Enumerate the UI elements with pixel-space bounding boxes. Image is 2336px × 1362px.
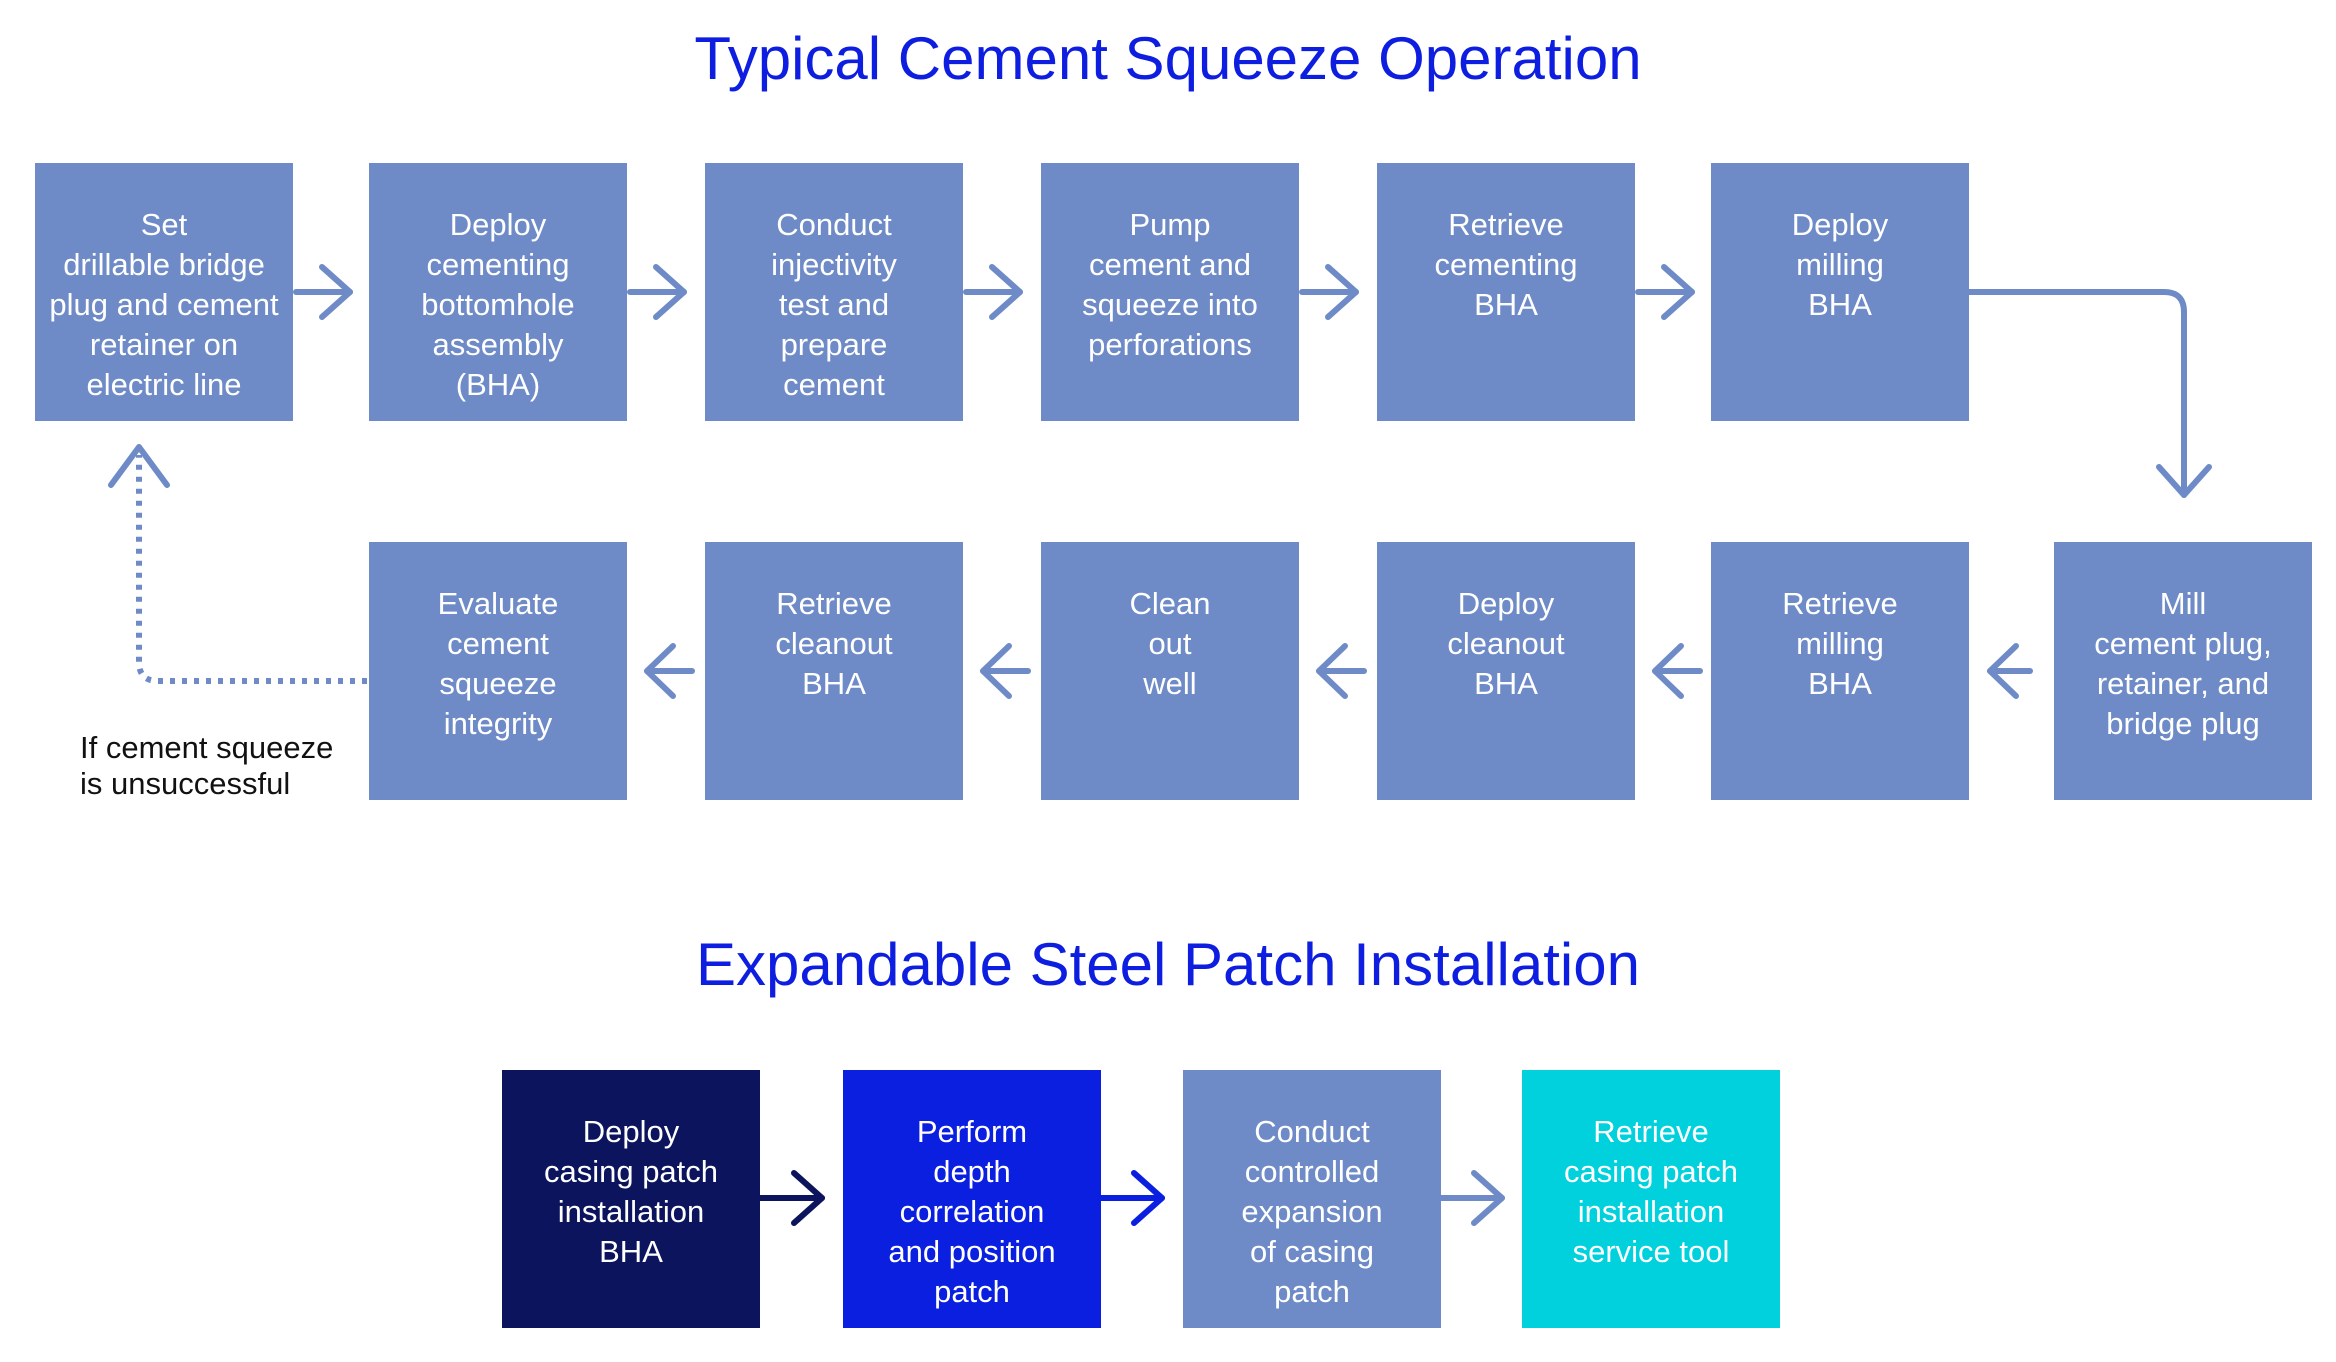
cement-step-5: Retrieve cementing BHA [1377, 163, 1635, 421]
cement-step-7: Mill cement plug, retainer, and bridge p… [2054, 542, 2312, 800]
cement-step-6: Deploy milling BHA [1711, 163, 1969, 421]
arrow-10-11 [980, 643, 1031, 699]
arrow-4-5 [1299, 264, 1359, 320]
cement-step-10: Clean out well [1041, 542, 1299, 800]
steel-patch-title: Expandable Steel Patch Installation [696, 931, 1640, 998]
cement-step-4: Pump cement and squeeze into perforation… [1041, 163, 1299, 421]
cement-step-1: Set drillable bridge plug and cement ret… [35, 163, 293, 421]
cement-step-11: Retrieve cleanout BHA [705, 542, 963, 800]
arrow-patch-2-3 [1098, 1170, 1165, 1226]
arrow-8-9 [1652, 643, 1703, 699]
arrow-9-10 [1316, 643, 1367, 699]
arrow-7-8 [1987, 643, 2033, 699]
arrow-1-2 [293, 264, 353, 320]
arrow-5-6 [1635, 264, 1695, 320]
loop-note: If cement squeeze is unsuccessful [80, 730, 334, 801]
arrow-patch-3-4 [1438, 1170, 1505, 1226]
patch-step-4: Retrieve casing patch installation servi… [1522, 1070, 1780, 1328]
cement-step-12: Evaluate cement squeeze integrity [369, 542, 627, 800]
cement-step-3: Conduct injectivity test and prepare cem… [705, 163, 963, 421]
patch-step-3: Conduct controlled expansion of casing p… [1183, 1070, 1441, 1328]
arrow-patch-1-2 [757, 1170, 825, 1226]
cement-step-8: Retrieve milling BHA [1711, 542, 1969, 800]
arrow-3-4 [963, 264, 1023, 320]
arrow-6-7 [1966, 289, 2212, 498]
patch-step-1: Deploy casing patch installation BHA [502, 1070, 760, 1328]
cement-squeeze-title: Typical Cement Squeeze Operation [694, 25, 1642, 92]
arrow-11-12 [644, 643, 695, 699]
cement-step-2: Deploy cementing bottomhole assembly (BH… [369, 163, 627, 421]
cement-step-9: Deploy cleanout BHA [1377, 542, 1635, 800]
arrow-2-3 [627, 264, 687, 320]
patch-step-2: Perform depth correlation and position p… [843, 1070, 1101, 1328]
arrow-loop-back [108, 444, 367, 684]
